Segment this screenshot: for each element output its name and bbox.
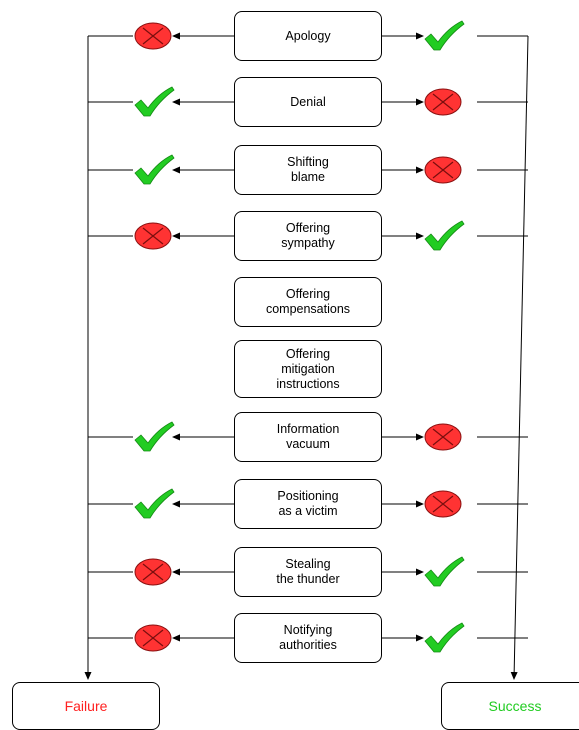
success-check-icon — [424, 20, 465, 51]
success-cross-icon — [424, 156, 462, 184]
strategy-box: Stealing the thunder — [234, 547, 382, 597]
strategy-label: Apology — [285, 28, 331, 43]
strategy-label: Information vacuum — [276, 422, 340, 451]
success-rail — [510, 35, 529, 680]
strategy-box: Offering mitigation instructions — [234, 340, 382, 398]
strategy-box: Denial — [234, 77, 382, 127]
strategy-box: Offering compensations — [234, 277, 382, 327]
strategy-box: Notifying authorities — [234, 613, 382, 663]
strategy-box: Shifting blame — [234, 145, 382, 195]
failure-check-icon — [134, 421, 175, 452]
success-label: Success — [488, 697, 542, 714]
failure-cross-icon — [134, 624, 172, 652]
success-outcome-box: Success — [441, 682, 579, 730]
strategy-box: Apology — [234, 11, 382, 61]
strategy-label: Offering mitigation instructions — [276, 346, 340, 391]
failure-check-icon — [134, 86, 175, 117]
strategy-label: Offering compensations — [265, 287, 351, 316]
strategy-label: Positioning as a victim — [277, 489, 339, 518]
failure-label: Failure — [64, 697, 108, 714]
failure-check-icon — [134, 154, 175, 185]
failure-cross-icon — [134, 558, 172, 586]
success-check-icon — [424, 220, 465, 251]
success-cross-icon — [424, 88, 462, 116]
failure-check-icon — [134, 488, 175, 519]
strategy-label: Denial — [290, 94, 326, 109]
failure-cross-icon — [134, 222, 172, 250]
strategy-label: Shifting blame — [287, 155, 329, 184]
success-check-icon — [424, 622, 465, 653]
success-cross-icon — [424, 423, 462, 451]
strategy-box: Offering sympathy — [234, 211, 382, 261]
success-cross-icon — [424, 490, 462, 518]
success-check-icon — [424, 556, 465, 587]
failure-cross-icon — [134, 22, 172, 50]
strategy-label: Notifying authorities — [279, 623, 337, 652]
strategy-box: Information vacuum — [234, 412, 382, 462]
strategy-label: Stealing the thunder — [276, 557, 340, 586]
strategy-box: Positioning as a victim — [234, 479, 382, 529]
failure-outcome-box: Failure — [12, 682, 160, 730]
strategy-label: Offering sympathy — [281, 221, 335, 250]
